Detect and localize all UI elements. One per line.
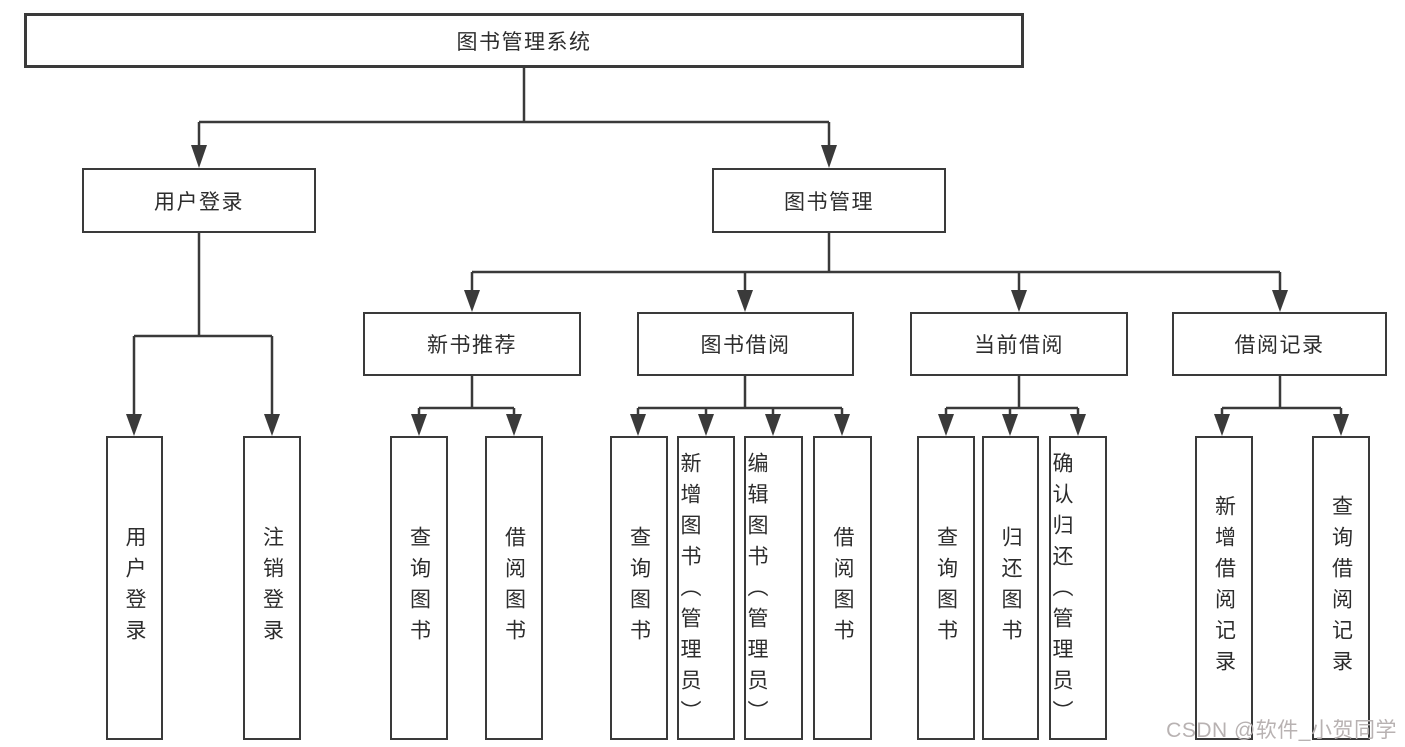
- leaf-user-login: 用户登录: [106, 436, 163, 740]
- node-root-system: 图书管理系统: [24, 13, 1024, 68]
- node-user-login-module: 用户登录: [82, 168, 316, 233]
- leaf-query-borrow-record: 查询借阅记录: [1312, 436, 1370, 740]
- node-book-management-module: 图书管理: [712, 168, 946, 233]
- leaf-label: 编辑图书（管理员）: [745, 452, 768, 731]
- node-current-borrow: 当前借阅: [910, 312, 1128, 376]
- leaf-label: 借阅图书: [502, 526, 526, 650]
- leaf-add-book-admin: 新增图书（管理员）: [677, 436, 735, 740]
- leaf-label: 新增图书（管理员）: [678, 452, 701, 731]
- csdn-watermark: CSDN @软件_小贺同学: [1166, 719, 1397, 742]
- leaf-label: 借阅图书: [831, 526, 854, 650]
- leaf-borrow-book-1: 借阅图书: [485, 436, 543, 740]
- leaf-logout: 注销登录: [243, 436, 301, 740]
- leaf-label: 确认归还（管理员）: [1050, 452, 1073, 731]
- leaf-label: 注销登录: [260, 526, 284, 650]
- leaf-return-book: 归还图书: [982, 436, 1039, 740]
- leaf-query-book-3: 查询图书: [917, 436, 975, 740]
- leaf-label: 新增借阅记录: [1212, 495, 1236, 681]
- node-book-borrow: 图书借阅: [637, 312, 854, 376]
- leaf-edit-book-admin: 编辑图书（管理员）: [744, 436, 803, 740]
- leaf-query-book-2: 查询图书: [610, 436, 668, 740]
- leaf-query-book-1: 查询图书: [390, 436, 448, 740]
- leaf-label: 查询图书: [627, 526, 651, 650]
- leaf-label: 归还图书: [999, 526, 1022, 650]
- leaf-confirm-return-admin: 确认归还（管理员）: [1049, 436, 1107, 740]
- arrowhead-icons: [126, 145, 1349, 436]
- leaf-label: 查询借阅记录: [1329, 495, 1353, 681]
- node-borrow-record: 借阅记录: [1172, 312, 1387, 376]
- leaf-label: 用户登录: [123, 526, 146, 650]
- leaf-label: 查询图书: [934, 526, 958, 650]
- leaf-add-borrow-record: 新增借阅记录: [1195, 436, 1253, 740]
- leaf-borrow-book-2: 借阅图书: [813, 436, 872, 740]
- node-new-book-recommend: 新书推荐: [363, 312, 581, 376]
- leaf-label: 查询图书: [407, 526, 431, 650]
